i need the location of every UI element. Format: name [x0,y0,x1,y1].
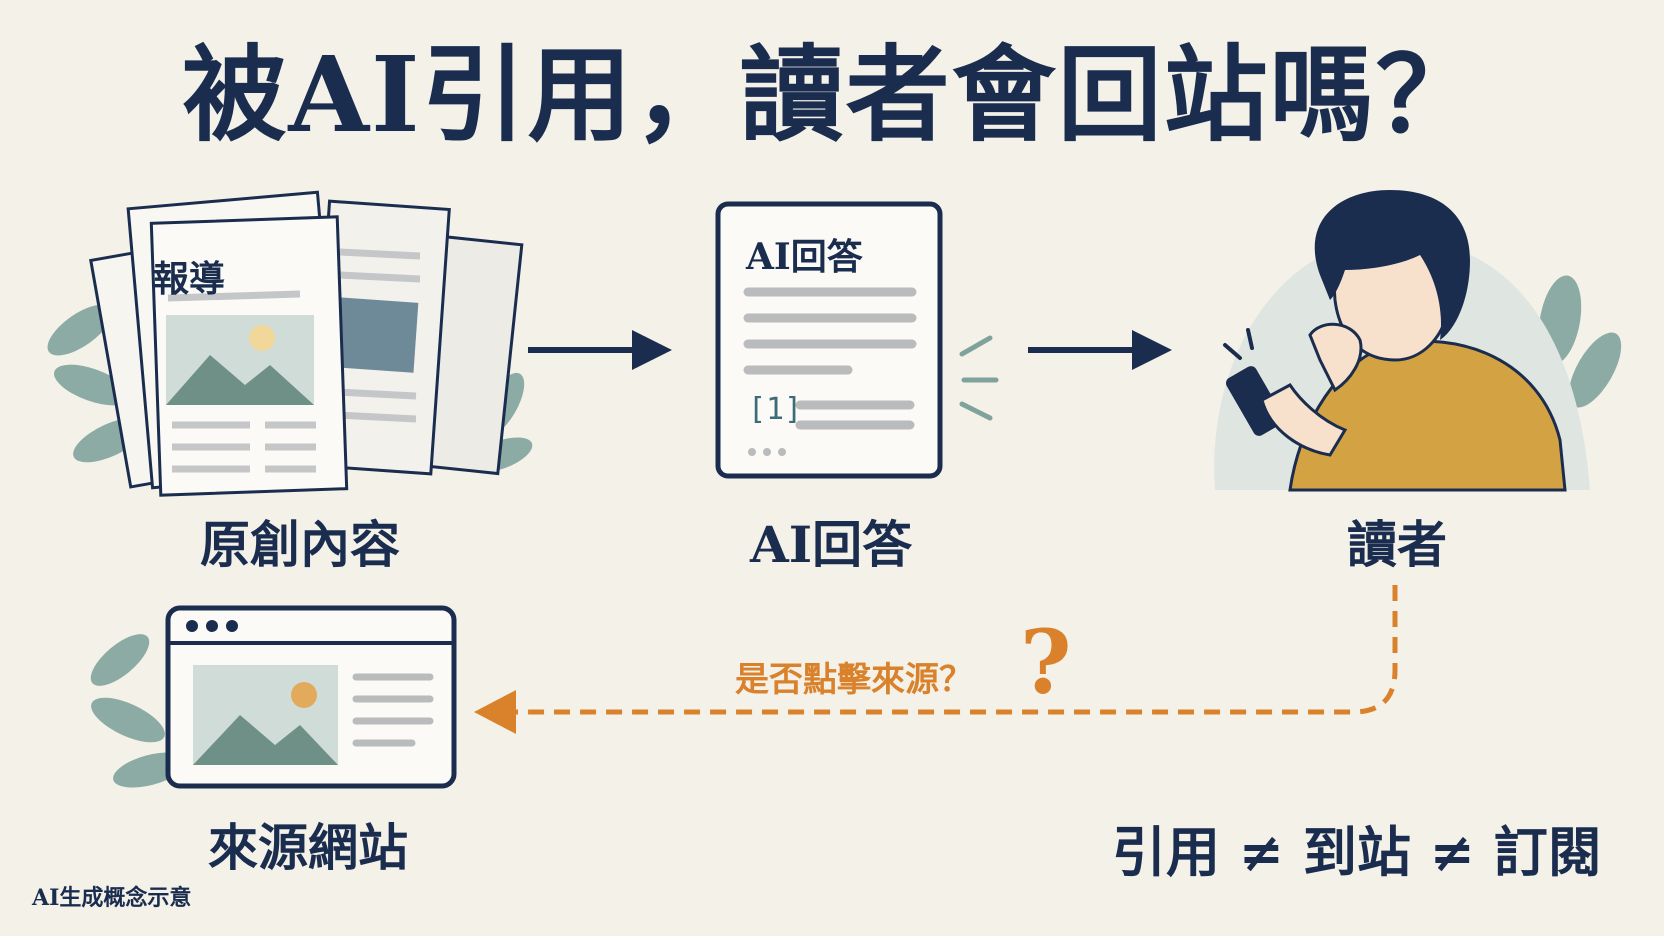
label-original-content: 原創內容 [200,515,400,574]
footnote: AI生成概念示意 [32,885,192,911]
formula-text: 引用 ≠ 到站 ≠ 訂閱 [1112,820,1602,884]
person-phone-icon [1214,190,1590,492]
label-ai-answer: AI回答 [750,515,913,574]
question-mark: ? [1020,610,1072,714]
page-title: 被AI引用，讀者會回站嗎？ [182,33,1482,156]
arrow-right-icon [528,330,1172,370]
dashed-arrow-icon [474,585,1398,734]
click-question: 是否點擊來源？ [735,660,973,700]
citation-marker: [1] [748,392,803,427]
label-source-site: 來源網站 [208,818,408,877]
card-heading: AI回答 [746,236,863,278]
paper-heading: 報導 [153,258,226,300]
document-icon [715,201,999,479]
browser-window-icon [165,605,457,789]
newspaper-icon [89,190,524,497]
label-reader: 讀者 [1347,515,1447,574]
